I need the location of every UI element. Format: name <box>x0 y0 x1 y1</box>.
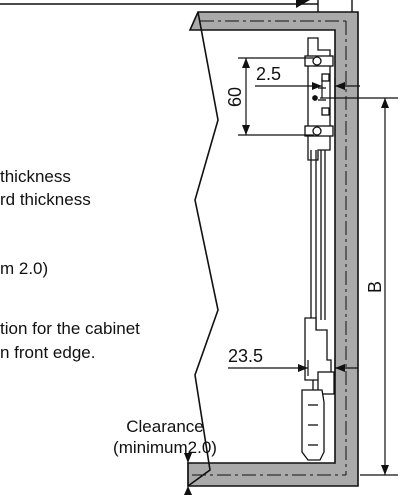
dimension-2-5-label: 2.5 <box>256 64 282 84</box>
break-line <box>187 11 219 487</box>
dimension-2-5 <box>255 78 360 98</box>
clearance-minimum-label: (minimum2.0) <box>113 438 217 457</box>
note-line-1: thickness <box>0 167 71 186</box>
dimension-60-label: 60 <box>225 87 245 107</box>
dimension-60 <box>238 57 314 136</box>
dimension-b <box>320 97 398 476</box>
note-line-3: m 2.0) <box>0 259 49 278</box>
dimension-23-5 <box>228 360 358 376</box>
top-dimension-line <box>0 0 353 14</box>
note-line-4: tion for the cabinet <box>0 319 140 338</box>
clearance-leader <box>184 453 192 495</box>
dimension-23-5-label: 23.5 <box>228 346 264 366</box>
lift-mechanism <box>301 37 335 461</box>
note-line-2: rd thickness <box>0 190 91 209</box>
clearance-label: Clearance <box>126 417 204 436</box>
note-line-5: n front edge. <box>0 343 96 362</box>
dimension-b-label: B <box>365 281 385 293</box>
